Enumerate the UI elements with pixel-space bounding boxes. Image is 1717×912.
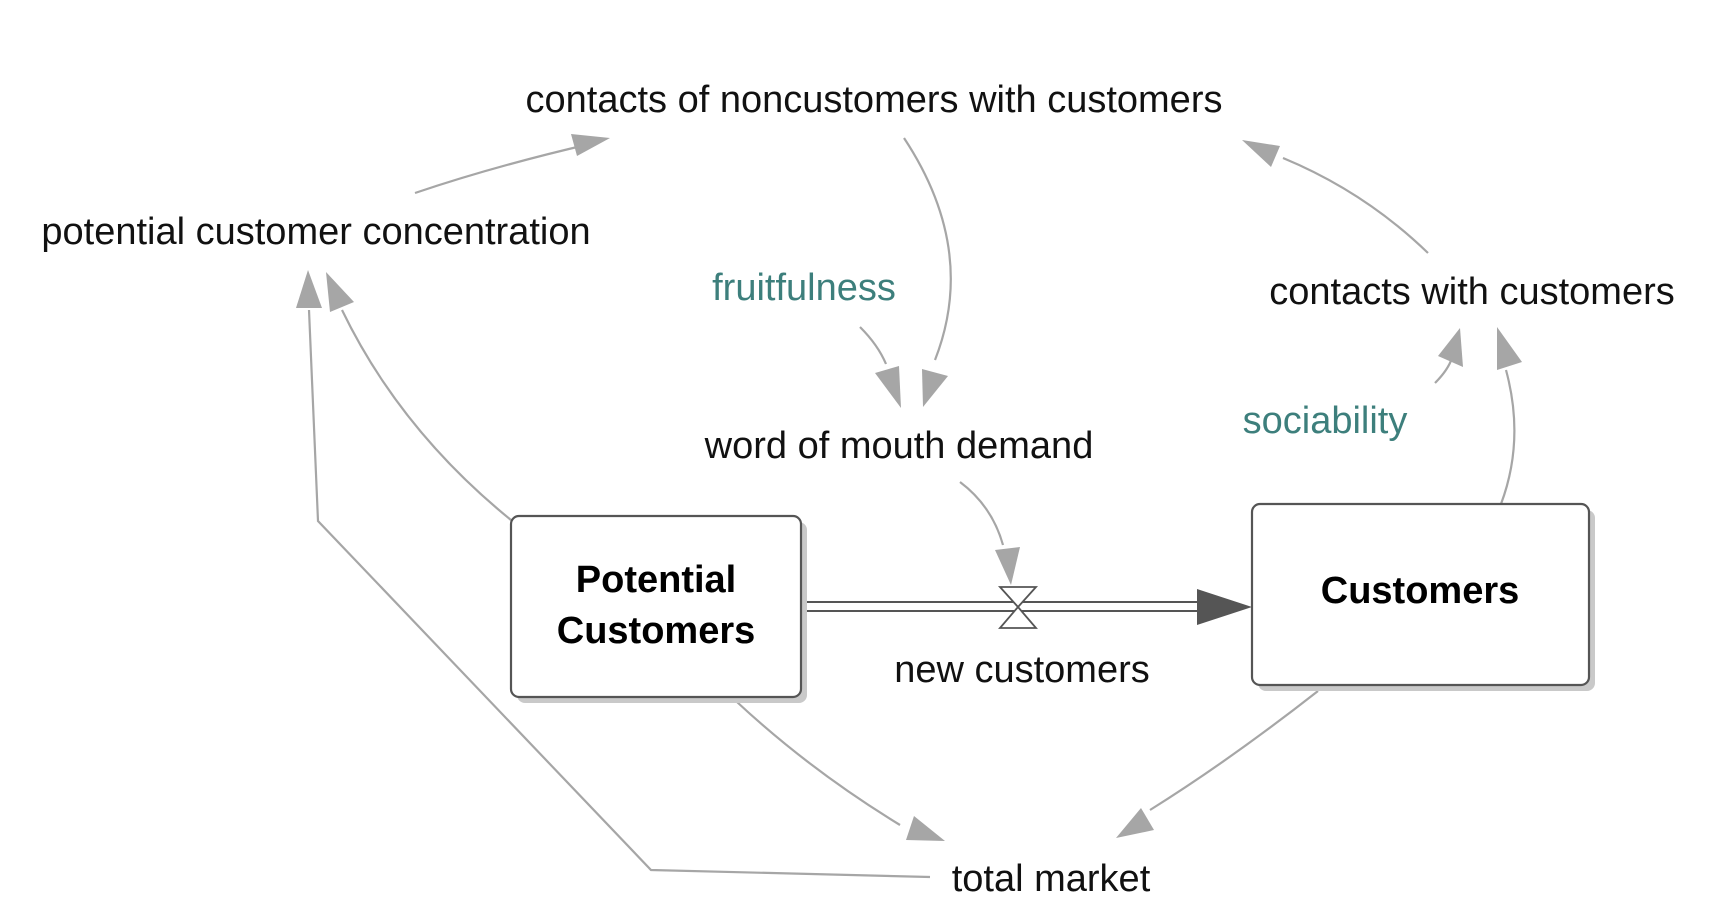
stock-label: Customers: [1321, 570, 1520, 612]
link-potential-customers-to-total-market: [736, 701, 901, 826]
stock-label-line2: Customers: [557, 610, 756, 652]
arrowhead-total-market-right: [1116, 808, 1154, 838]
link-total-market-to-concentration: [307, 309, 931, 879]
variable-contacts-with-customers[interactable]: contacts with customers: [1269, 271, 1674, 313]
constant-fruitfulness[interactable]: fruitfulness: [712, 267, 896, 309]
stock-label-line1: Potential: [576, 559, 736, 601]
arrowhead-wom-left: [875, 366, 901, 408]
link-sociability-to-contacts: [1434, 357, 1454, 384]
constant-sociability[interactable]: sociability: [1243, 400, 1408, 442]
variable-word-of-mouth-demand[interactable]: word of mouth demand: [704, 425, 1094, 467]
link-wom-to-new-customers: [959, 481, 1005, 546]
stock-box: [509, 514, 803, 699]
arrowhead-total-market-left: [906, 816, 945, 841]
variable-total-market[interactable]: total market: [952, 858, 1151, 900]
link-potential-customers-to-concentration: [341, 309, 512, 521]
stock-box: [1250, 502, 1591, 687]
causal-links: [296, 134, 1522, 879]
link-customers-to-total-market: [1149, 690, 1319, 811]
stock-customers[interactable]: Customers: [1250, 502, 1595, 691]
valve-icon[interactable]: [997, 586, 1039, 629]
variable-contacts-of-noncustomers[interactable]: contacts of noncustomers with customers: [526, 79, 1223, 121]
link-customers-to-contacts: [1499, 369, 1516, 505]
flow-new-customers: [801, 586, 1252, 629]
arrowhead-new-customers: [995, 547, 1020, 585]
link-contacts-with-customers-to-contacts: [1282, 156, 1429, 254]
link-concentration-to-contacts: [414, 142, 591, 195]
flow-label-new-customers[interactable]: new customers: [894, 649, 1150, 691]
stock-potential-customers[interactable]: Potential Customers: [509, 514, 807, 703]
arrowhead-contacts-noncustomers-left: [571, 134, 610, 156]
link-fruitfulness-to-wom: [859, 326, 888, 365]
arrowhead-contacts-with-customers-left: [1438, 328, 1463, 367]
arrowhead-wom-right: [922, 369, 948, 407]
flow-arrowhead: [1197, 589, 1252, 625]
variables: contacts of noncustomers with customers …: [41, 79, 1674, 900]
arrowhead-contacts-noncustomers-right: [1242, 140, 1280, 167]
arrowhead-concentration-right: [326, 272, 354, 312]
arrowhead-concentration-left: [296, 270, 322, 308]
variable-potential-customer-concentration[interactable]: potential customer concentration: [41, 211, 590, 253]
arrowhead-contacts-with-customers-right: [1497, 327, 1522, 370]
link-contacts-to-wom: [903, 137, 952, 361]
